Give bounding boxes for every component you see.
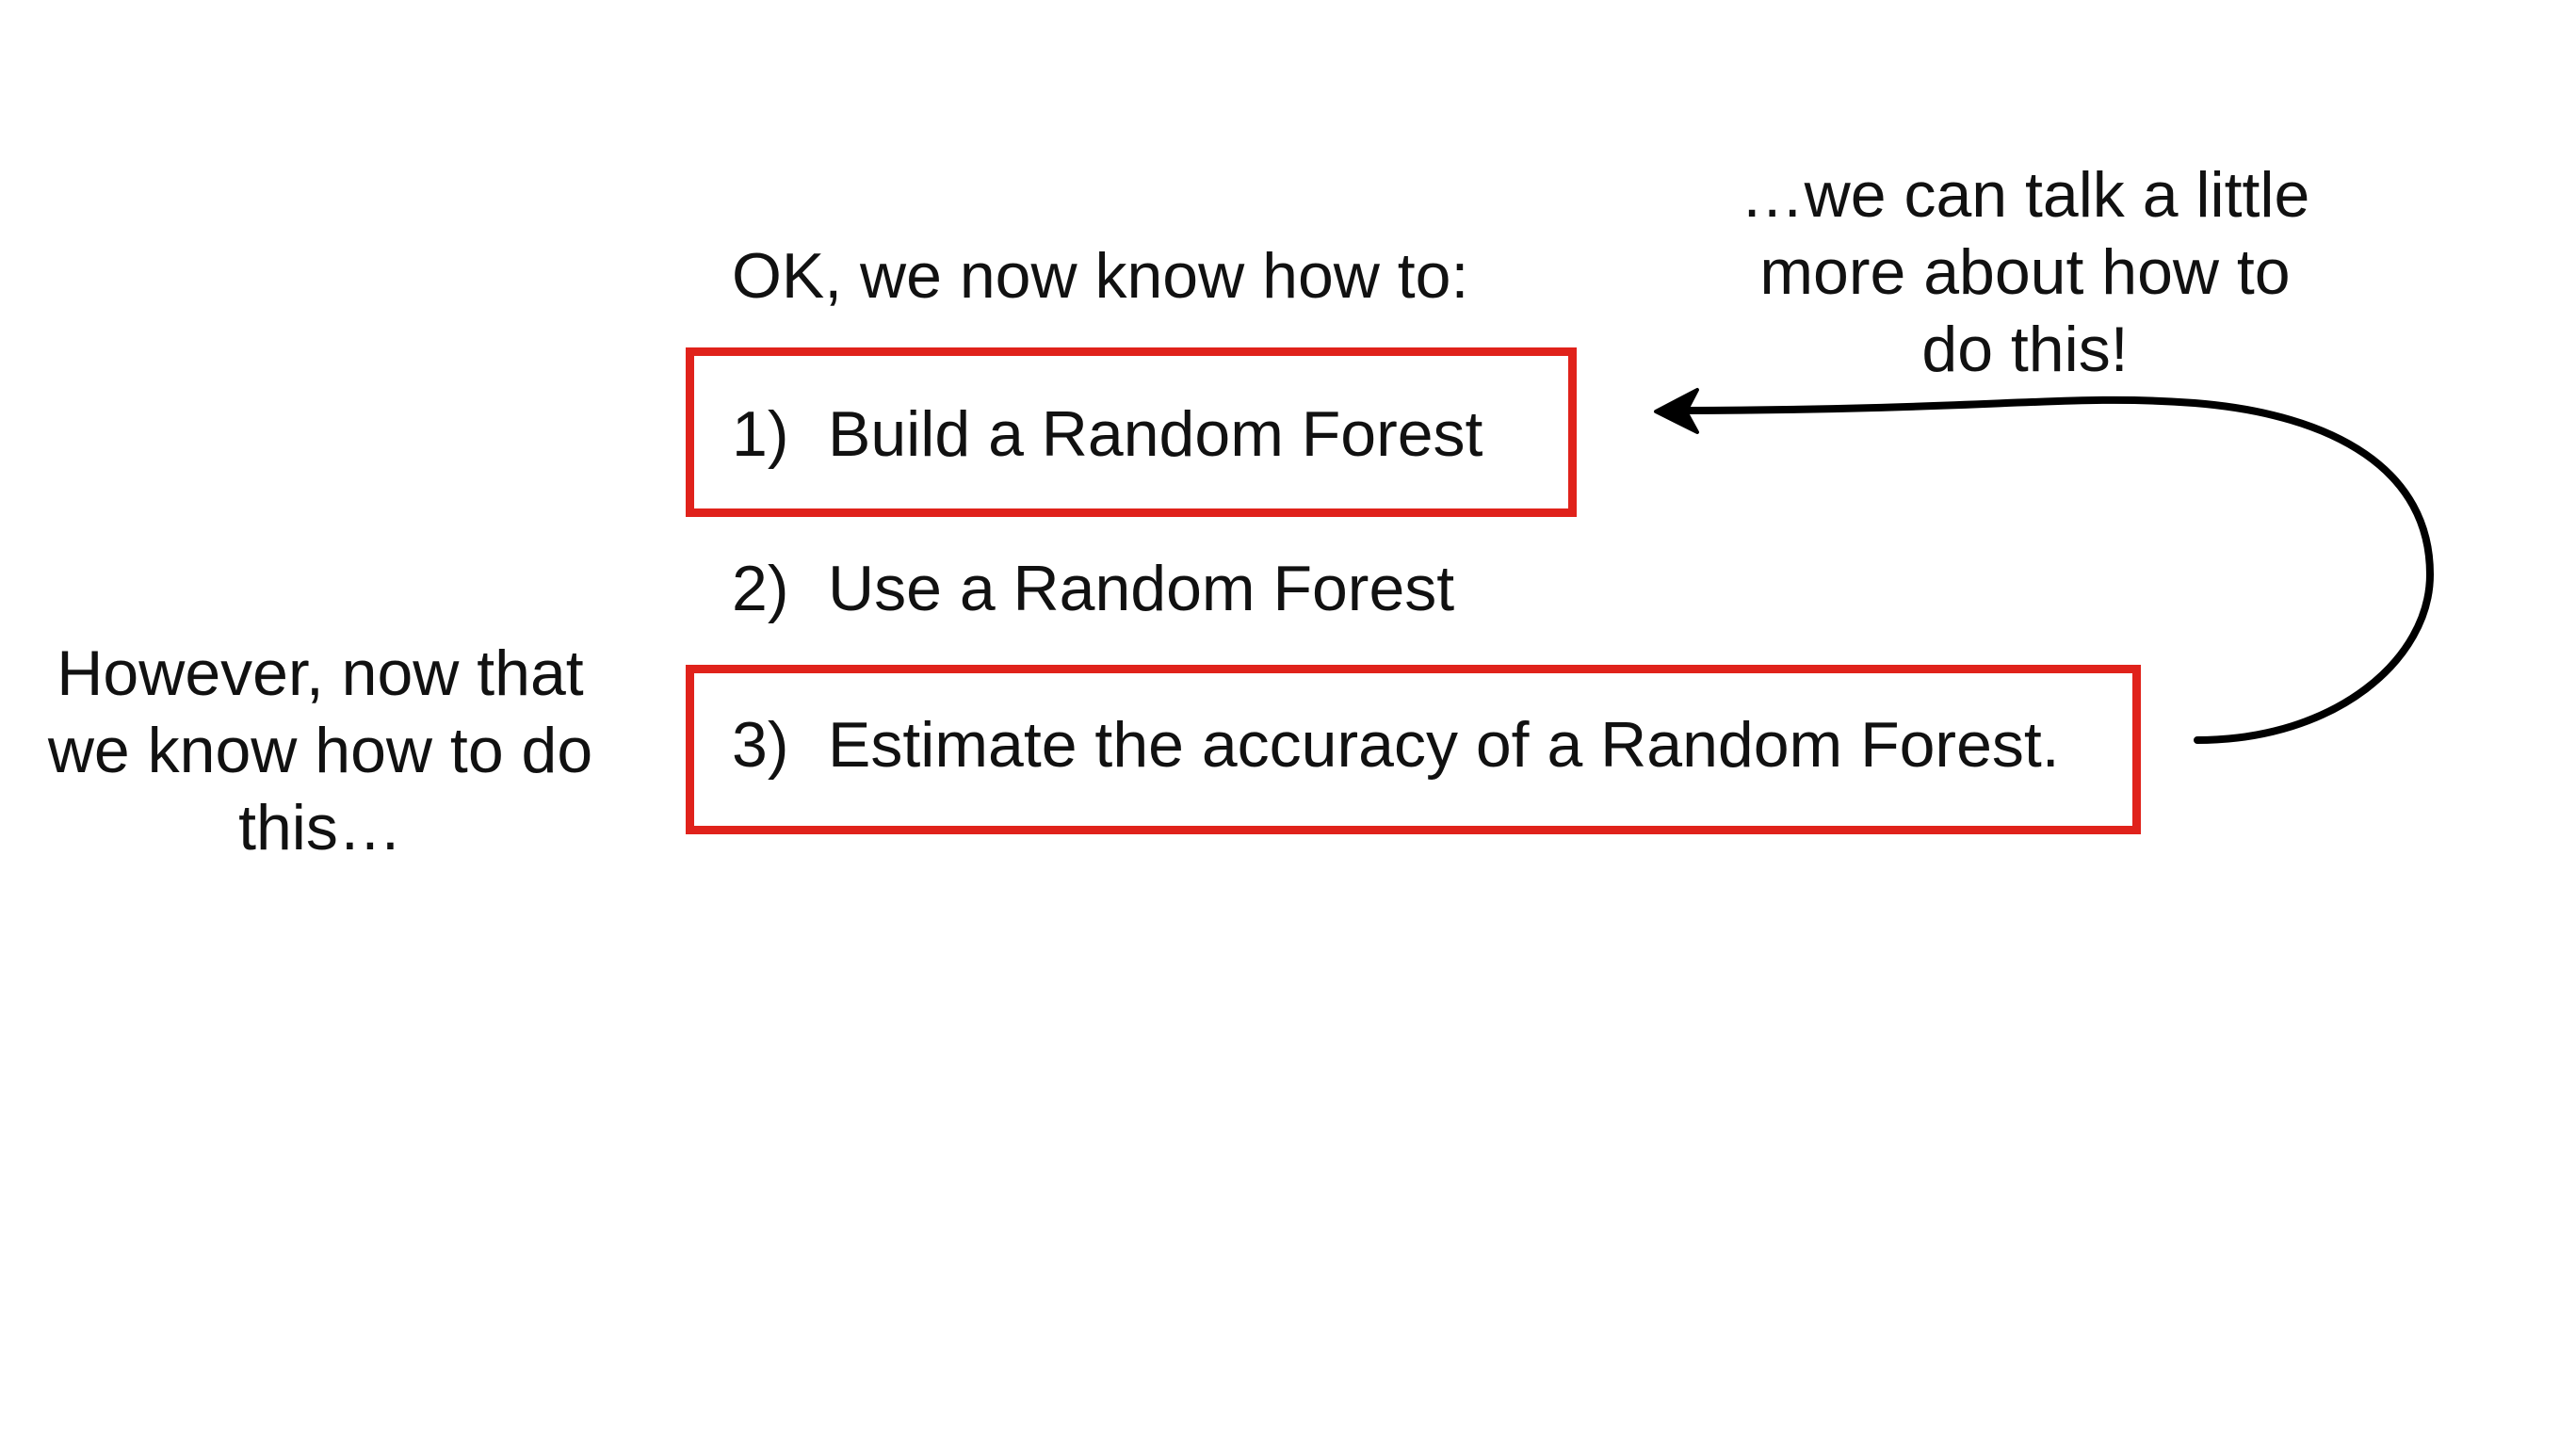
- list-item-use: 2) Use a Random Forest: [732, 550, 1454, 627]
- highlight-box-item-3: [686, 665, 2141, 834]
- highlight-box-item-1: [686, 347, 1577, 517]
- list-item-text: Estimate the accuracy of a Random Forest…: [828, 709, 2060, 781]
- list-item-text: Build a Random Forest: [828, 398, 1483, 470]
- list-item-number: 1): [732, 398, 789, 470]
- list-item-text: Use a Random Forest: [828, 553, 1455, 624]
- note-right: …we can talk a little more about how to …: [1740, 159, 2310, 385]
- note-left: However, now that we know how to do this…: [47, 637, 593, 863]
- list-item-number: 3): [732, 709, 789, 781]
- slide-heading: OK, we now know how to:: [732, 240, 1469, 312]
- list-item-estimate: 3) Estimate the accuracy of a Random Fore…: [732, 706, 2060, 783]
- list-item-build: 1) Build a Random Forest: [732, 395, 1482, 473]
- arrow-head-icon: [1654, 388, 1699, 434]
- list-item-number: 2): [732, 553, 789, 624]
